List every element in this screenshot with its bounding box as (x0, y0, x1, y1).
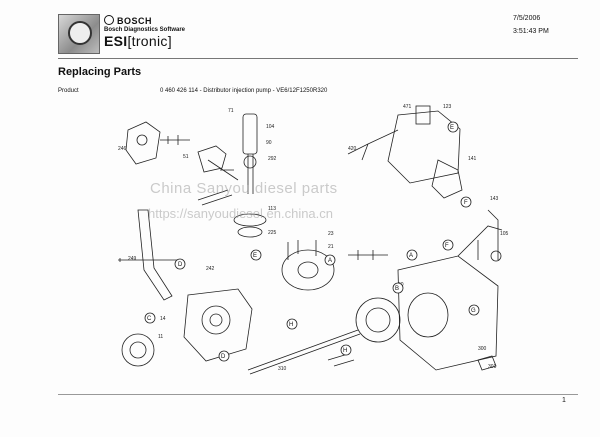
svg-text:A: A (409, 253, 413, 259)
bosch-logo-image (58, 14, 100, 54)
svg-text:E: E (253, 253, 257, 259)
svg-text:143: 143 (490, 196, 499, 202)
svg-text:90: 90 (266, 140, 272, 146)
esi-text: ESI (104, 33, 128, 49)
product-label: Product (58, 88, 79, 94)
svg-text:225: 225 (268, 230, 277, 236)
brand-name: BOSCH (104, 15, 152, 26)
product-value: 0 460 426 114 - Distributor injection pu… (160, 88, 328, 94)
svg-text:F: F (464, 200, 468, 206)
svg-text:D: D (178, 262, 183, 268)
svg-text:F: F (445, 243, 449, 249)
svg-text:141: 141 (468, 156, 477, 162)
svg-text:C: C (147, 316, 152, 322)
print-time: 3:51:43 PM (513, 28, 549, 35)
svg-text:71: 71 (228, 108, 234, 114)
svg-text:420: 420 (348, 146, 357, 152)
svg-text:104: 104 (266, 124, 275, 130)
svg-text:11: 11 (158, 334, 163, 340)
svg-text:A: A (328, 258, 332, 264)
svg-text:123: 123 (443, 104, 452, 110)
svg-text:14: 14 (160, 316, 166, 322)
section-letter-markers: E F D E A F A B C H H G D (144, 121, 480, 362)
print-date: 7/5/2006 (513, 15, 541, 22)
svg-text:249: 249 (128, 256, 137, 262)
bosch-ring-icon (104, 15, 114, 25)
watermark-text-1: China Sanyou diesel parts (150, 180, 338, 197)
svg-text:H: H (289, 322, 293, 328)
svg-text:246: 246 (118, 146, 127, 152)
svg-text:G: G (471, 308, 476, 314)
watermark-text-2: https://sanyoudiesel.en.china.cn (148, 206, 334, 221)
callout-labels: 71 104 90 292 113 225 246 51 471 123 420… (118, 104, 509, 372)
svg-text:310: 310 (278, 366, 287, 372)
svg-text:105: 105 (500, 231, 509, 237)
svg-text:51: 51 (183, 154, 189, 160)
svg-text:21: 21 (328, 244, 334, 250)
svg-text:300: 300 (478, 346, 487, 352)
header-divider (58, 58, 578, 59)
footer-divider (58, 394, 578, 395)
page-title: Replacing Parts (58, 66, 142, 78)
svg-text:242: 242 (206, 266, 215, 272)
svg-text:301: 301 (488, 364, 497, 370)
svg-text:23: 23 (328, 231, 334, 237)
lightbulb-icon (68, 21, 92, 45)
governor-cover-part (125, 121, 161, 165)
svg-text:E: E (450, 125, 454, 131)
tronic-text: [tronic] (127, 33, 172, 49)
svg-text:471: 471 (403, 104, 412, 110)
esi-tronic-logo: ESI[tronic] (104, 33, 172, 49)
page-number: 1 (562, 397, 566, 404)
svg-text:D: D (221, 354, 226, 360)
svg-text:292: 292 (268, 156, 277, 162)
svg-text:H: H (343, 348, 347, 354)
software-subtitle: Bosch Diagnostics Software (104, 27, 186, 33)
svg-text:113: 113 (268, 206, 276, 212)
svg-text:B: B (395, 286, 399, 292)
exploded-parts-diagram: 71 104 90 292 113 225 246 51 471 123 420… (118, 104, 509, 375)
